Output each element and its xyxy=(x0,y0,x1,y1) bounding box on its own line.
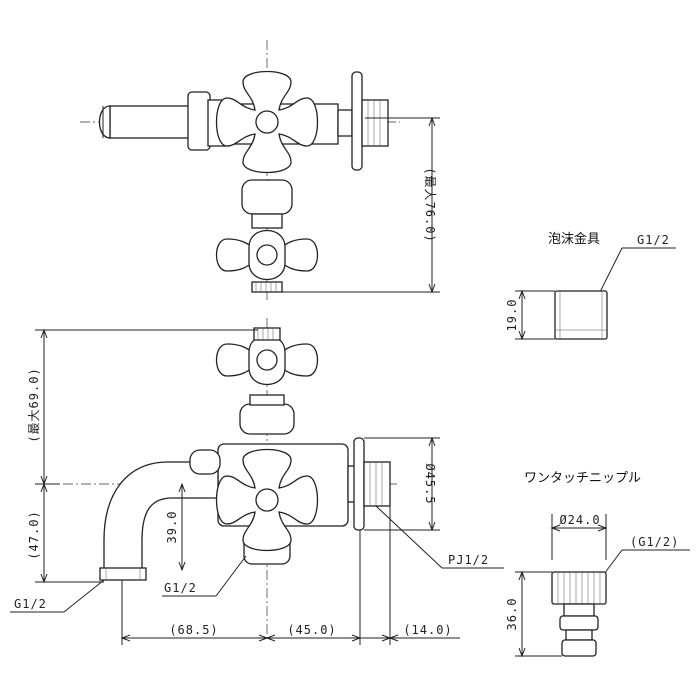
width-left-label: (68.5) xyxy=(169,623,218,637)
front-view: (最大69.0) (47.0) 39.0 Ø45.5 G1/2 G1/2 PJ1… xyxy=(10,318,504,645)
outlet-thread-label: G1/2 xyxy=(14,597,47,611)
aerator-thread-label: G1/2 xyxy=(637,233,670,247)
inner-height-label: 39.0 xyxy=(165,511,179,544)
nipple-thread-label: (G1/2) xyxy=(630,535,679,549)
nipple-height-label: 36.0 xyxy=(505,598,519,631)
aerator-height-label: 19.0 xyxy=(505,299,519,332)
center-thread-label: G1/2 xyxy=(164,581,197,595)
aerator-detail: 泡沫金具 G1/2 19.0 xyxy=(505,231,676,341)
flange-diameter-label: Ø45.5 xyxy=(423,463,437,504)
nipple-detail: ワンタッチニップル Ø24.0 (G1/2) 36.0 xyxy=(505,471,690,658)
aerator-title: 泡沫金具 xyxy=(548,231,600,247)
spout-height-label: (47.0) xyxy=(27,510,41,559)
width-mid-label: (45.0) xyxy=(287,623,336,637)
top-view: (最大76.0) xyxy=(80,40,440,300)
front-max-height-label: (最大69.0) xyxy=(27,367,41,442)
pipe-thread-label: PJ1/2 xyxy=(448,553,489,567)
top-max-height-label: (最大76.0) xyxy=(423,167,437,242)
nipple-title: ワンタッチニップル xyxy=(524,471,641,486)
nipple-diameter-label: Ø24.0 xyxy=(559,513,600,527)
width-right-label: (14.0) xyxy=(403,623,452,637)
